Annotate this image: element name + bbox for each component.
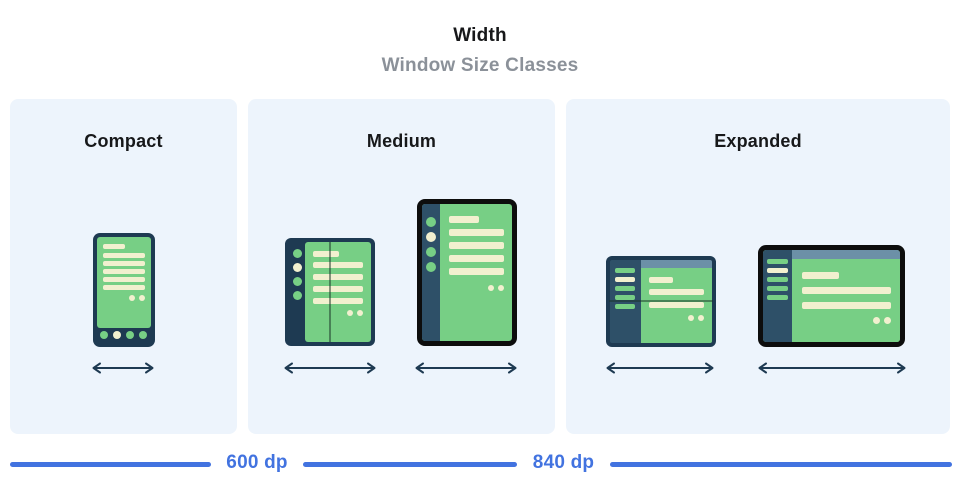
device-main-area: [792, 250, 900, 342]
nav-dot: [139, 331, 147, 339]
foldable-device: [285, 238, 375, 346]
screen-dots: [449, 285, 504, 291]
rail-dot: [292, 277, 302, 286]
panel-medium: Medium: [248, 99, 555, 434]
phone-navbar: [97, 328, 151, 343]
sidebar-line: [767, 295, 788, 300]
screen-line: [449, 229, 504, 236]
panel-compact: Compact: [10, 99, 237, 434]
screen-dot: [873, 317, 880, 324]
phone-device: [93, 233, 155, 347]
screen-dots: [649, 315, 704, 321]
screen-dots: [103, 295, 145, 301]
foldable-landscape-device: [606, 256, 716, 347]
screen-dot: [357, 310, 363, 316]
screen-dot: [698, 315, 704, 321]
screen-dot: [498, 285, 504, 291]
breakpoint-label-600: 600 dp: [226, 452, 288, 473]
nav-sidebar: [763, 250, 792, 342]
screen-line: [802, 287, 891, 294]
rail-dot: [426, 217, 436, 227]
screen-line: [449, 242, 504, 249]
breakpoint-label-840: 840 dp: [532, 452, 595, 473]
rail-dot: [426, 262, 436, 272]
app-topbar: [641, 260, 712, 268]
rail-dot: [292, 249, 302, 258]
width-arrow-tablet-landscape: [756, 361, 908, 375]
width-arrow-foldable: [282, 361, 378, 375]
screen-line: [449, 255, 504, 262]
rail-dot: [426, 232, 436, 242]
screen-dot: [139, 295, 145, 301]
rail-dot: [292, 263, 302, 272]
screen-line: [103, 269, 145, 274]
device-screen: [792, 259, 900, 342]
screen-line: [449, 216, 479, 223]
screen-line: [103, 285, 145, 290]
ruler-line-segment: [10, 462, 211, 467]
sidebar-line: [615, 277, 635, 282]
panel-expanded: Expanded: [566, 99, 950, 434]
screen-line: [103, 277, 145, 282]
screen-dots: [313, 310, 363, 316]
width-arrow-foldable-landscape: [604, 361, 716, 375]
screen-line: [649, 289, 704, 295]
phone-screen: [97, 237, 151, 328]
tablet-portrait-device: [417, 199, 517, 346]
nav-rail: [422, 204, 440, 341]
screen-line: [649, 277, 673, 283]
panel-medium-label: Medium: [366, 131, 437, 151]
panel-compact-label: Compact: [84, 131, 163, 151]
screen-dot: [884, 317, 891, 324]
diagram-subtitle: Window Size Classes: [381, 55, 579, 76]
rail-dot: [292, 291, 302, 300]
screen-line: [802, 272, 839, 279]
nav-dot: [113, 331, 121, 339]
screen-dot: [688, 315, 694, 321]
sidebar-line: [615, 268, 635, 273]
screen-dot: [129, 295, 135, 301]
screen-line: [313, 251, 339, 257]
nav-dot: [126, 331, 134, 339]
sidebar-line: [767, 286, 788, 291]
screen-line: [449, 268, 504, 275]
device-main-area: [641, 260, 712, 343]
rail-dot: [426, 247, 436, 257]
sidebar-line: [767, 259, 788, 264]
sidebar-line: [767, 268, 788, 273]
screen-line: [649, 302, 704, 308]
sidebar-line: [615, 304, 635, 309]
fold-line: [609, 300, 713, 302]
screen-dots: [802, 317, 891, 324]
screen-dot: [488, 285, 494, 291]
screen-line: [103, 253, 145, 258]
fold-line: [329, 242, 331, 342]
screen-line: [313, 286, 363, 292]
sidebar-line: [767, 277, 788, 282]
width-arrow-tablet: [413, 361, 519, 375]
ruler-line-segment: [303, 462, 517, 467]
diagram-title: Width: [453, 25, 507, 46]
nav-dot: [100, 331, 108, 339]
nav-rail: [289, 242, 305, 342]
screen-line: [103, 244, 125, 249]
device-screen: [641, 268, 712, 343]
screen-dot: [347, 310, 353, 316]
screen-line: [313, 262, 363, 268]
panel-expanded-label: Expanded: [714, 131, 802, 151]
sidebar-line: [615, 295, 635, 300]
device-screen: [440, 204, 512, 341]
screen-line: [802, 302, 891, 309]
width-arrow-compact: [90, 361, 156, 375]
diagram-header: Width Window Size Classes: [0, 25, 960, 77]
app-topbar: [792, 250, 900, 259]
tablet-landscape-device: [758, 245, 905, 347]
screen-line: [103, 261, 145, 266]
device-screen: [305, 242, 371, 342]
ruler-line-segment: [610, 462, 952, 467]
screen-line: [313, 274, 363, 280]
sidebar-line: [615, 286, 635, 291]
screen-line: [313, 298, 363, 304]
